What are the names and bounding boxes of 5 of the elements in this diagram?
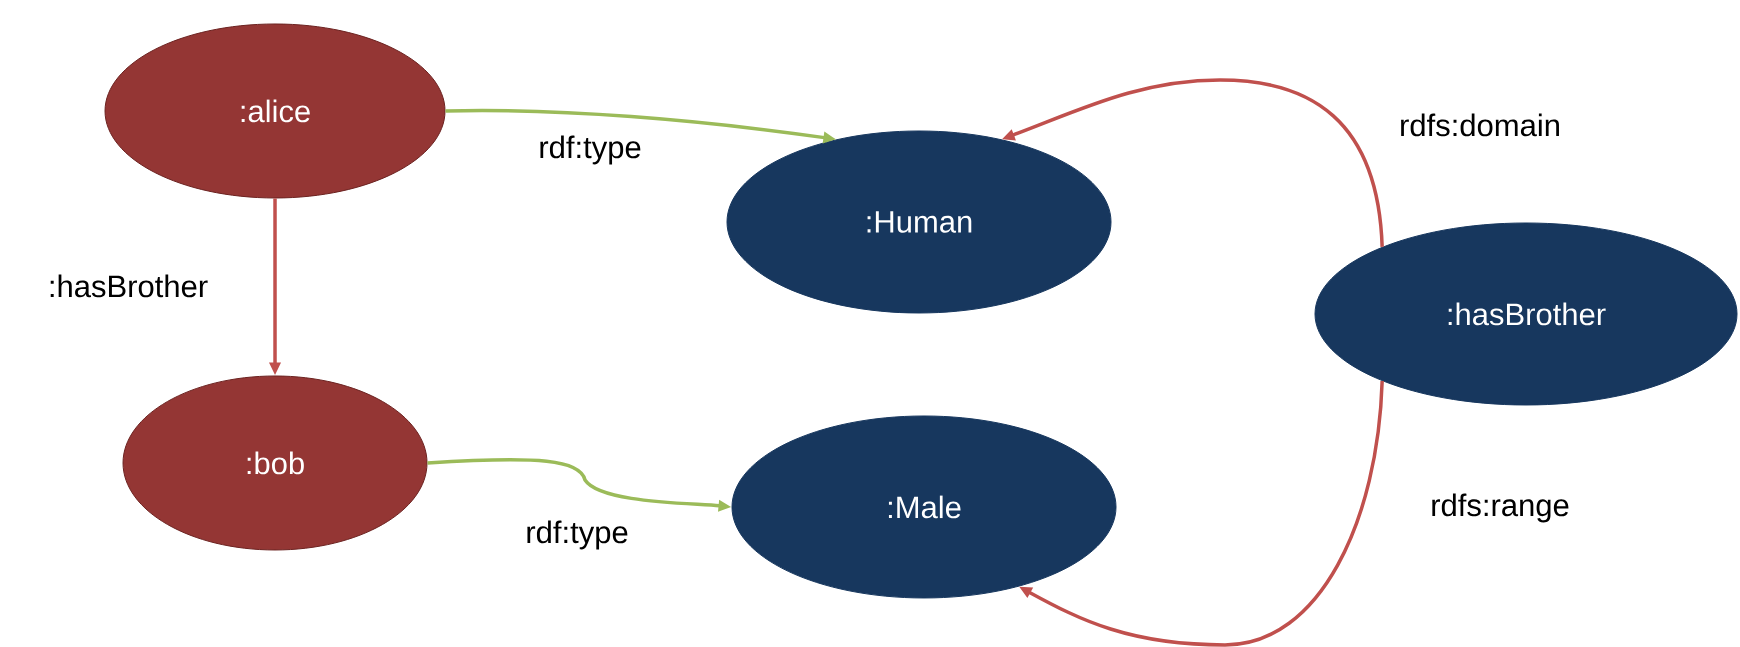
edge-label: rdf:type (527, 520, 628, 550)
edge-label: rdfs:range (1432, 493, 1569, 523)
edge-label: rdf:type (540, 135, 641, 165)
edge-label: rdfs:domain (1401, 113, 1559, 137)
edge-label: :hasBrother (50, 274, 208, 298)
